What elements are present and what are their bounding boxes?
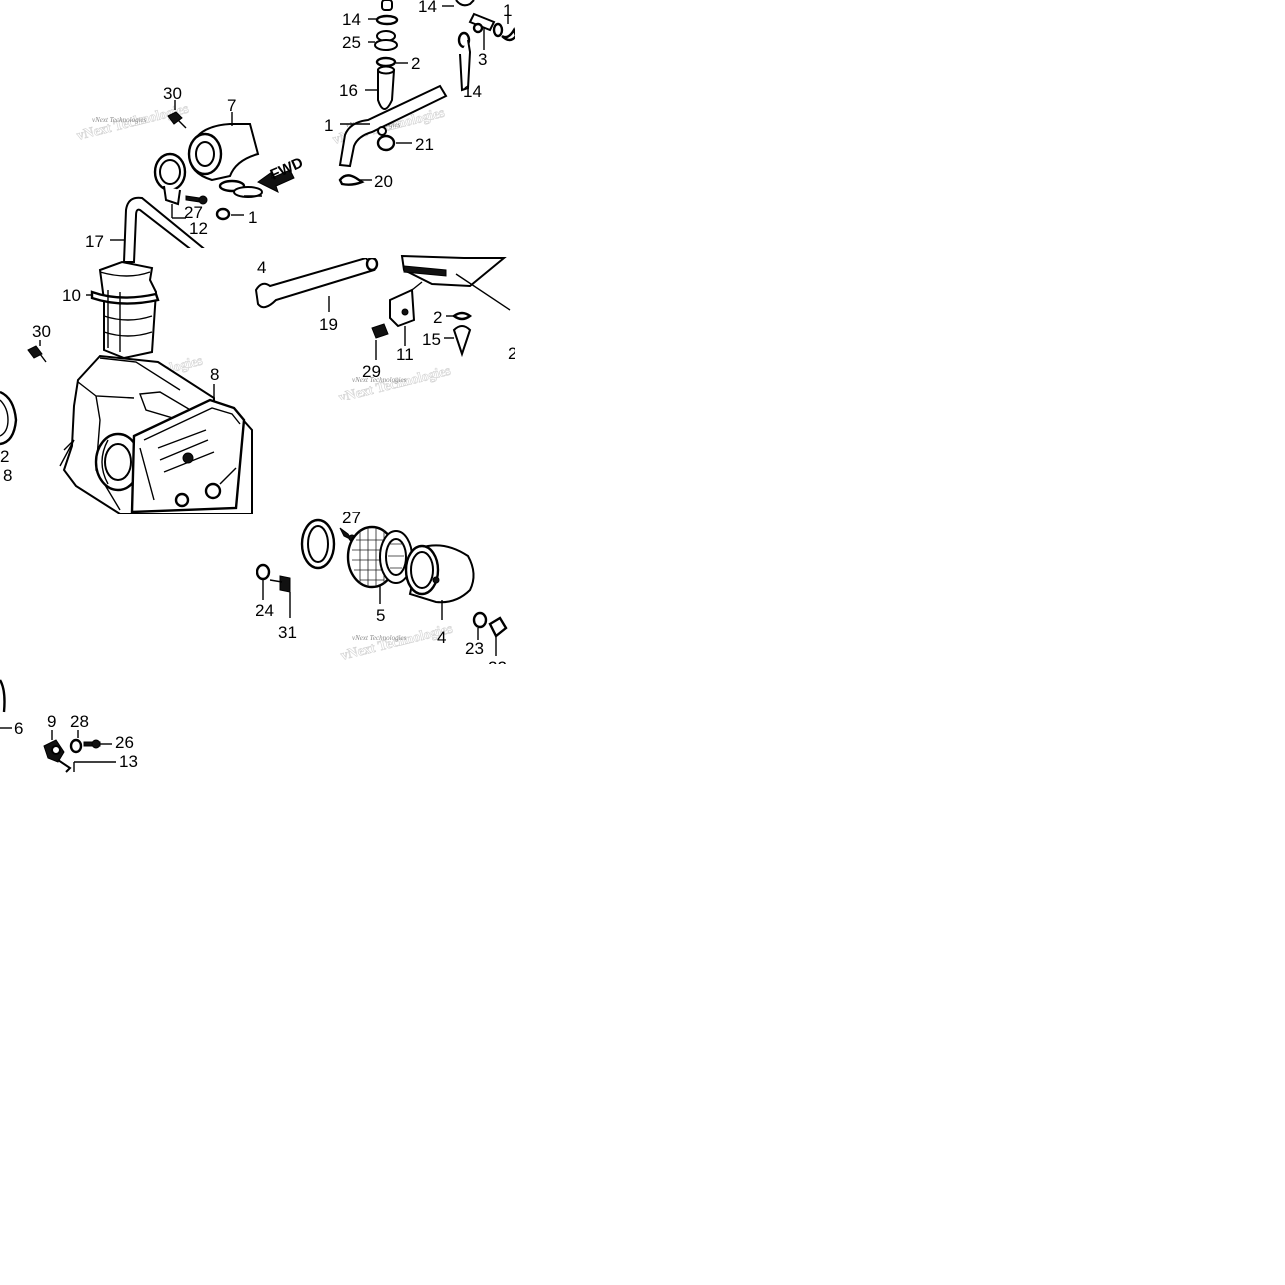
part-label-27: 27 [342, 508, 361, 527]
part-label-29: 29 [362, 362, 381, 381]
part-label-7: 7 [227, 96, 236, 115]
watermark: vNext Technologies [352, 634, 407, 642]
part-label-5: 5 [376, 606, 385, 625]
part-label-2: 2 [433, 308, 442, 327]
part-label-14: 14 [342, 10, 361, 29]
watermark: vNext Technologies [352, 376, 407, 384]
part-label-9: 9 [47, 712, 56, 731]
part-label-23: 23 [465, 639, 484, 658]
part-label-12: 12 [189, 219, 208, 238]
part-label-8: 8 [3, 466, 12, 485]
part-label-21: 21 [415, 135, 434, 154]
part-label-31: 31 [278, 623, 297, 642]
part-label-25: 25 [342, 33, 361, 52]
part-label-30: 30 [163, 84, 182, 103]
part-label-8: 8 [210, 365, 219, 384]
intake-connector-group: FWD [110, 100, 306, 263]
part-label-14: 14 [463, 82, 482, 101]
part-label-3: 3 [478, 50, 487, 69]
part-label-1: 1 [248, 208, 257, 227]
part-label-2: 2 [508, 344, 517, 363]
air-cleaner-case-group [0, 260, 253, 515]
part-label-13: 13 [119, 752, 138, 771]
part-labels: 14 14 1 25 2 3 16 14 30 7 1 21 20 27 12 … [0, 0, 517, 771]
part-label-16: 16 [339, 81, 358, 100]
part-label-1: 1 [503, 1, 512, 20]
watermark-ghost: vNext Technologies [337, 363, 452, 405]
part-label-17: 17 [85, 232, 104, 251]
part-label-26: 26 [115, 733, 134, 752]
part-label-6: 6 [14, 719, 23, 738]
part-label-28: 28 [70, 712, 89, 731]
part-label-15: 15 [422, 330, 441, 349]
part-label-30: 30 [32, 322, 51, 341]
air-filter-group [255, 518, 508, 656]
part-label-2: 2 [411, 54, 420, 73]
part-label-19: 19 [319, 315, 338, 334]
part-label-4: 4 [437, 628, 446, 647]
watermark: vNext Technologies [92, 116, 147, 124]
part-label-2: 2 [0, 447, 9, 466]
part-label-4: 4 [257, 258, 266, 277]
part-label-24: 24 [255, 601, 274, 620]
part-label-11: 11 [396, 345, 414, 364]
part-label-14: 14 [418, 0, 437, 16]
part-label-10: 10 [62, 286, 81, 305]
part-label-1: 1 [324, 116, 333, 135]
bottom-fittings-group [0, 679, 116, 773]
part-label-20: 20 [374, 172, 393, 191]
hose-bracket-group [254, 254, 511, 360]
part-label-27: 27 [184, 203, 203, 222]
breather-hose-group [338, 0, 518, 186]
